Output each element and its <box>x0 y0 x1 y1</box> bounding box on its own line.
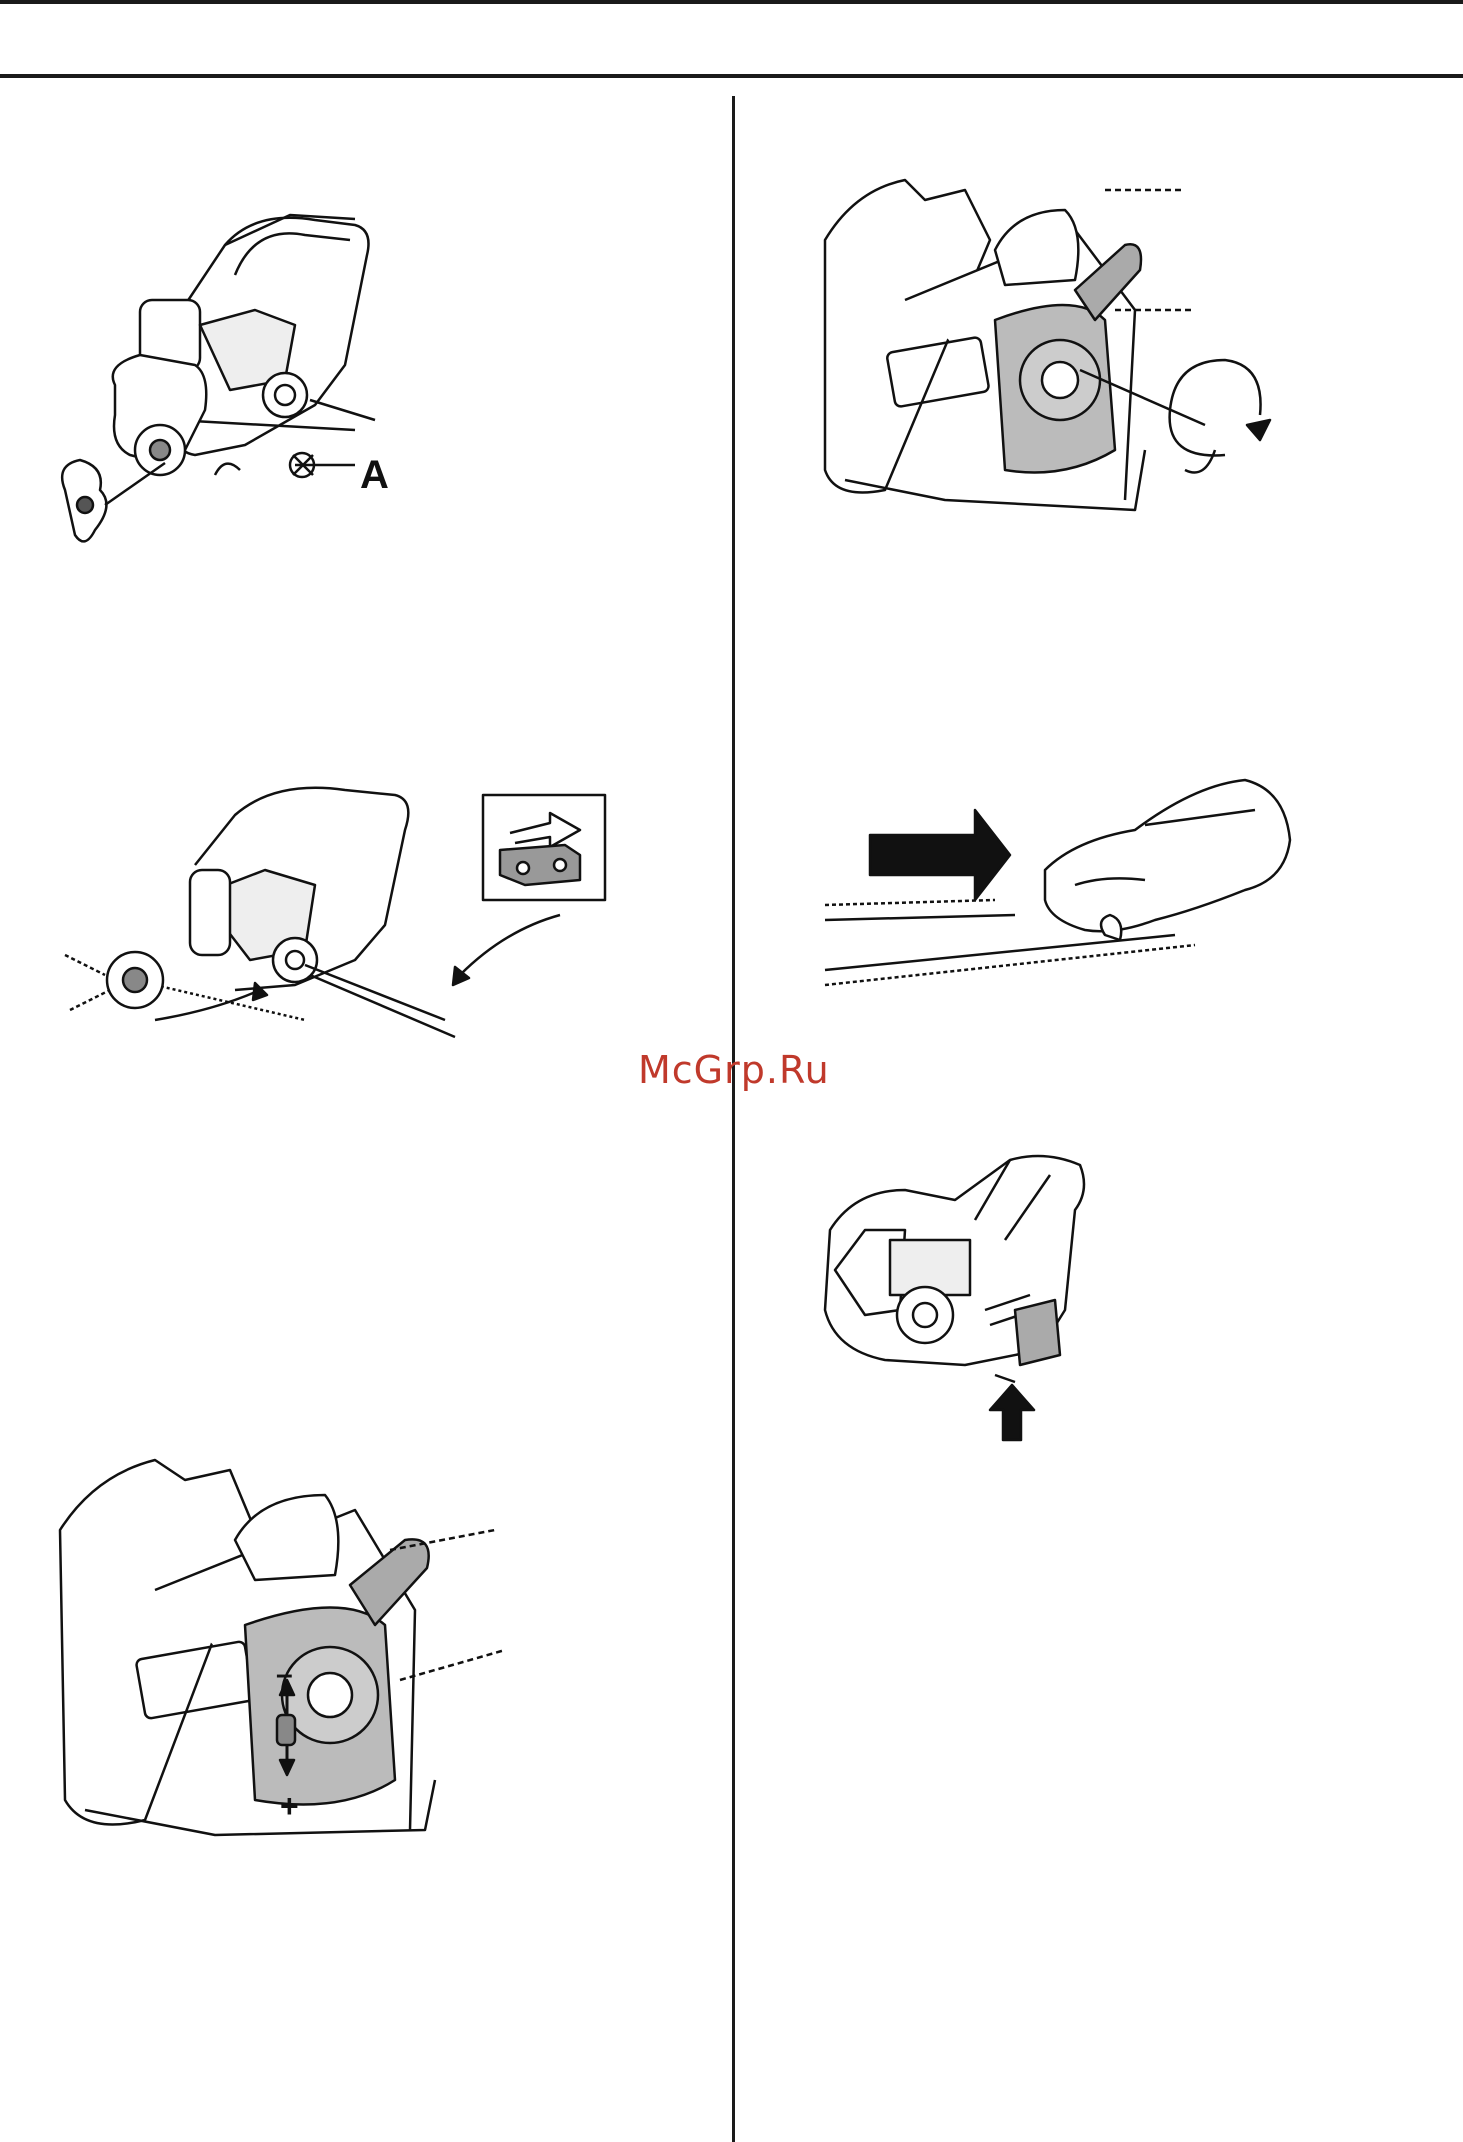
figure-cover-removed <box>55 205 435 555</box>
chain-catcher-arrow-icon <box>815 1150 1105 1450</box>
figure-chain-brake <box>815 1150 1105 1450</box>
figure-chain-fitting <box>55 775 615 1040</box>
figure-glove-pull-chain <box>815 770 1295 1010</box>
plus-label: + <box>280 1788 299 1825</box>
gloved-hand-chain-check-icon <box>815 770 1295 1010</box>
marker-a-label: A <box>360 453 389 498</box>
chain-and-sprocket-icon <box>55 775 615 1040</box>
tension-knob-rotate-icon <box>815 170 1275 520</box>
top-rule <box>0 0 1463 4</box>
minus-label: – <box>276 1658 293 1692</box>
header-rule <box>0 74 1463 78</box>
watermark: McGrp.Ru <box>638 1048 830 1092</box>
figure-tensioner-knob-turn <box>815 170 1275 520</box>
chainsaw-cover-removed-icon <box>55 205 435 555</box>
column-divider <box>732 96 735 2142</box>
